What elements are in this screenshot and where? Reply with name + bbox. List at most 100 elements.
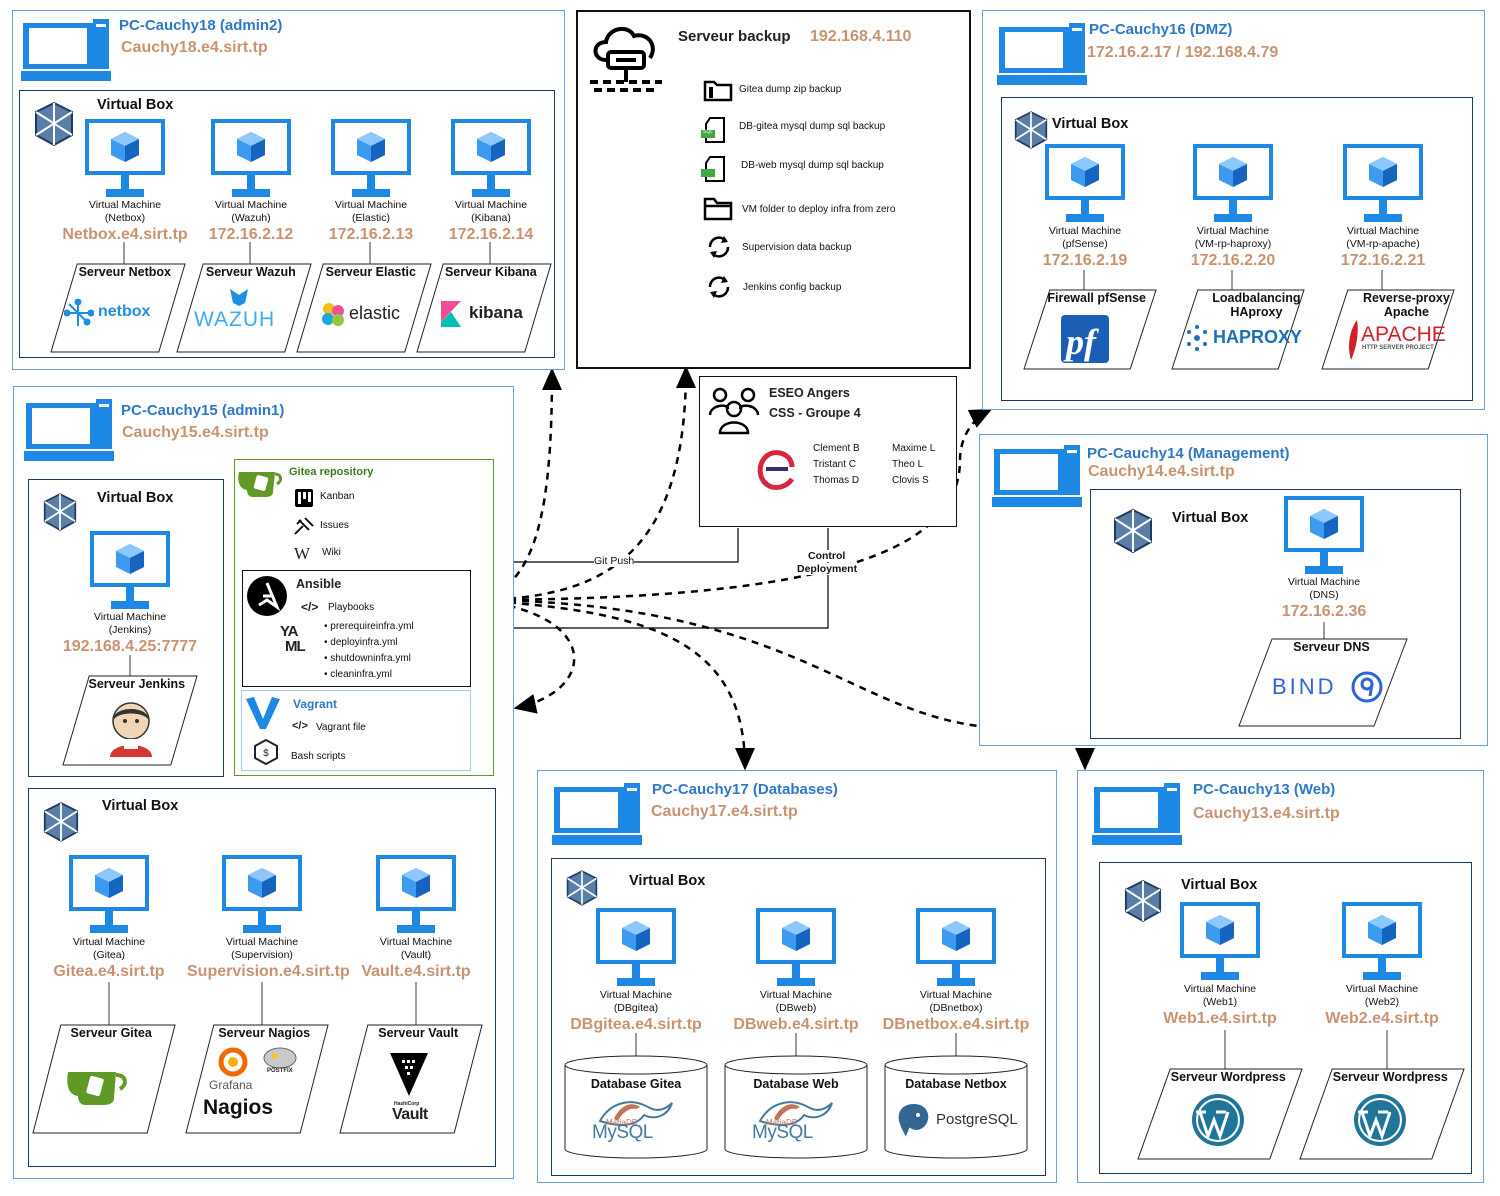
virtualbox-icon <box>35 101 73 147</box>
mariadb-text: MariaDB <box>766 1118 798 1127</box>
server-title: Serveur Wazuh <box>205 265 296 279</box>
vm-line: (Wazuh) <box>231 212 271 224</box>
jenkins-logo <box>110 702 152 757</box>
mysql-dolphin-icon <box>598 1101 673 1126</box>
server-title: Serveur Gitea <box>70 1026 152 1040</box>
link-line <box>108 982 110 1026</box>
vm-monitor-icon <box>376 855 456 933</box>
vm-label: Virtual Machine(Elastic)172.16.2.13 <box>296 199 446 244</box>
vm-address: 172.16.2.14 <box>448 226 534 243</box>
grafana-logo-icon <box>218 1047 248 1077</box>
backup-item: Jenkins config backup <box>743 282 842 293</box>
vm-line: (DNS) <box>1309 589 1339 601</box>
vm-line: (Elastic) <box>352 212 390 224</box>
server-shape <box>176 263 312 353</box>
vm-line: (DBnetbox) <box>929 1002 983 1014</box>
vault-logo-icon <box>390 1053 428 1096</box>
wazuh-wolf-icon <box>230 289 248 306</box>
virtualbox-icon <box>1114 508 1152 554</box>
haproxy-logo-icon <box>1187 325 1207 351</box>
vm-label: Virtual Machine(VM-rp-haproxy)172.16.2.2… <box>1158 225 1308 270</box>
zip-folder-icon <box>703 80 733 102</box>
pc-title: PC-Cauchy15 (admin1) <box>121 402 285 419</box>
netbox-logo-icon <box>64 299 94 326</box>
vm-line: Virtual Machine <box>1048 225 1122 237</box>
backup-item: VM folder to deploy infra from zero <box>742 204 896 215</box>
backup-ip: 192.168.4.110 <box>810 28 912 45</box>
database-title: Database Netbox <box>905 1077 1007 1091</box>
gitea-repo-title: Gitea repository <box>289 466 374 478</box>
kibana-logo-icon <box>441 301 461 327</box>
sql-tag: SQL <box>703 129 714 135</box>
member-name: Clement B <box>813 443 860 454</box>
vm-line: Virtual Machine <box>225 936 299 948</box>
link-line <box>1386 1030 1388 1070</box>
mysql-dolphin-icon <box>758 1101 833 1126</box>
pc-title: PC-Cauchy13 (Web) <box>1193 781 1336 798</box>
svg-text:$: $ <box>263 748 269 760</box>
apache-logo-text: APACHE <box>1361 323 1446 346</box>
vm-monitor-icon <box>1180 902 1260 980</box>
virtualbox-icon <box>1014 111 1048 149</box>
link-line <box>249 242 251 265</box>
vm-line: (Web2) <box>1364 996 1400 1008</box>
link-line <box>1083 270 1085 292</box>
vm-label: Virtual Machine(pfSense)172.16.2.19 <box>1010 225 1160 270</box>
gitea-icon <box>238 472 283 497</box>
backup-item: DB-gitea mysql dump sql backup <box>739 121 886 132</box>
postgresql-logo-text: PostgreSQL <box>936 1111 1018 1128</box>
member-name: Theo L <box>892 459 924 470</box>
postfix-mouse-icon <box>263 1047 297 1069</box>
nagios-logo-text: Nagios <box>203 1096 274 1119</box>
ansible-icon <box>247 576 287 616</box>
gitea-item: Kanban <box>320 491 355 502</box>
kibana-logo-text: kibana <box>469 303 523 322</box>
folder-icon <box>703 197 733 221</box>
sync-icon <box>708 236 730 258</box>
playbook-file: • deployinfra.yml <box>324 637 398 648</box>
vm-monitor-icon <box>211 119 291 197</box>
server-shape <box>1171 289 1305 370</box>
vm-monitor-icon <box>222 855 302 933</box>
team-icon <box>708 387 760 435</box>
code-icon: </> <box>292 720 308 732</box>
link-line <box>369 242 371 265</box>
sync-icon <box>708 276 730 298</box>
vm-address: 172.16.2.13 <box>328 226 414 243</box>
vm-address: DBnetbox.e4.sirt.tp <box>882 1016 1030 1033</box>
vault-logo-sub: HashiCorp <box>394 1101 420 1107</box>
server-node: Serveur Wordpress <box>1299 1068 1465 1160</box>
bind-nine-icon <box>1351 671 1383 703</box>
vm-line: Virtual Machine <box>454 199 528 211</box>
virtualbox-title: Virtual Box <box>1172 510 1249 526</box>
vm-address: 172.16.2.12 <box>208 226 294 243</box>
vm-monitor-icon <box>1284 496 1364 574</box>
vm-label: Virtual Machine(Kibana)172.16.2.14 <box>416 199 566 244</box>
vagrant-icon <box>246 697 280 729</box>
vm-monitor-icon <box>1343 144 1423 222</box>
link-line <box>1323 622 1325 640</box>
netbox-logo-text: netbox <box>98 303 151 320</box>
dash-to-backup <box>469 365 696 602</box>
vagrant-item: Vagrant file <box>316 722 366 733</box>
playbook-file: • shutdowninfra.yml <box>324 653 411 664</box>
server-title: Serveur Nagios <box>218 1026 311 1040</box>
pc-hostname: 172.16.2.17 / 192.168.4.79 <box>1087 44 1279 61</box>
control-label: Control <box>808 550 846 562</box>
vm-monitor-icon <box>1342 902 1422 980</box>
backup-item: Supervision data backup <box>742 242 852 253</box>
vm-monitor-icon <box>85 119 165 197</box>
vm-line: (Gitea) <box>92 949 126 961</box>
sql-file-icon <box>701 117 725 143</box>
computer-icon <box>24 399 114 461</box>
computer-icon <box>997 23 1087 85</box>
server-title: Loadbalancing HAproxy <box>1212 291 1301 319</box>
virtualbox-title: Virtual Box <box>1181 877 1258 893</box>
server-shape <box>50 263 186 353</box>
